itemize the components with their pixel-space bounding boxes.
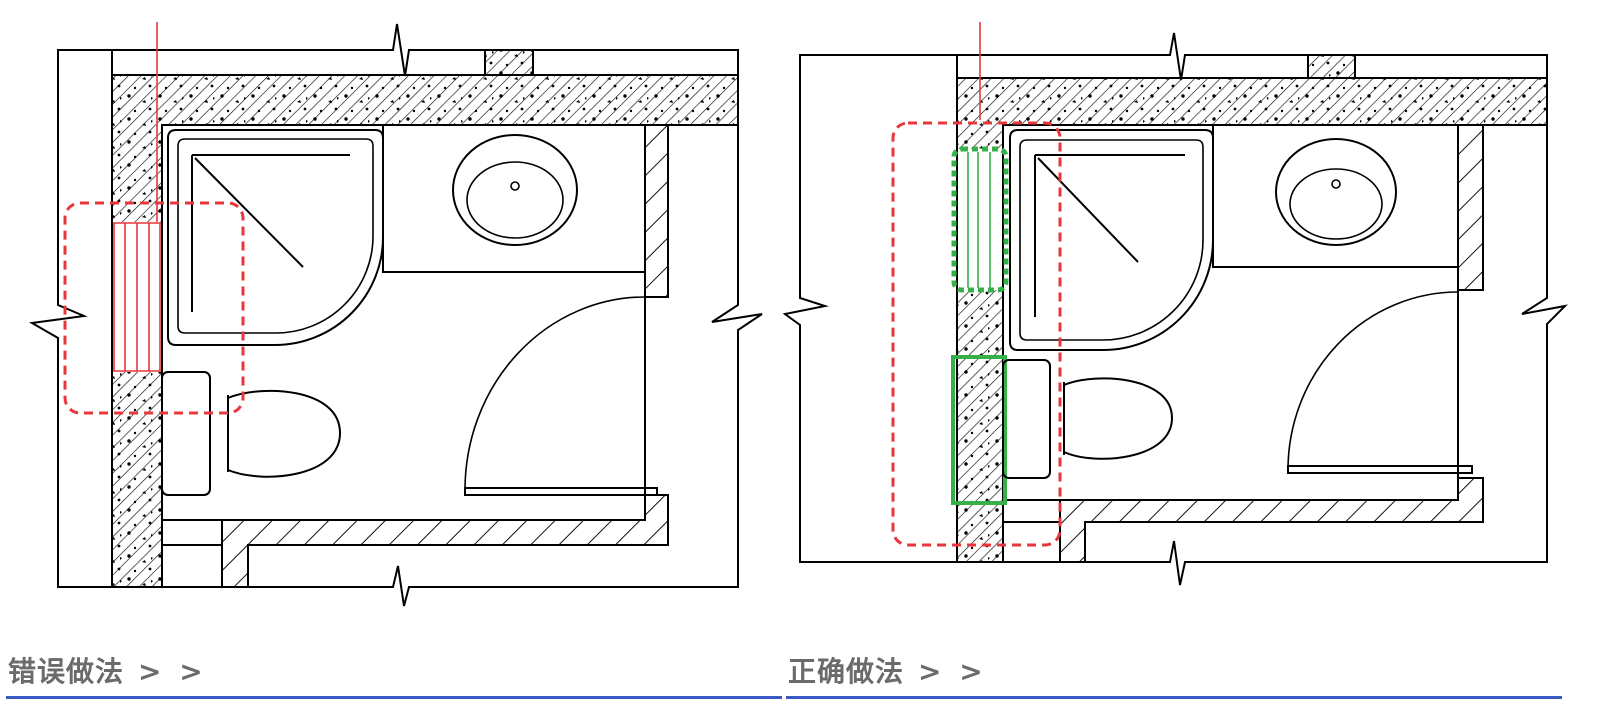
wall-column <box>1307 54 1356 79</box>
shower-enclosure <box>167 129 385 346</box>
wall-bottom <box>221 494 669 588</box>
caption-correct-text: 正确做法 <box>788 655 905 688</box>
toilet <box>161 371 342 496</box>
label-bar-wrong: 错误做法 > > <box>6 646 782 699</box>
floor-plan-correct <box>782 22 1568 586</box>
solid-wall-box-green <box>951 355 1007 505</box>
outer-outline <box>782 32 1568 586</box>
shower-enclosure <box>1009 129 1214 351</box>
caption-correct-arrow: > > <box>918 655 987 688</box>
floor-plans-diagram <box>28 22 1568 607</box>
wall-right-upper <box>1457 124 1484 291</box>
caption-wrong: 错误做法 > > <box>8 650 207 690</box>
label-bar-correct: 正确做法 > > <box>786 646 1562 699</box>
sink <box>1275 138 1397 246</box>
door <box>464 296 658 496</box>
pipe-niche-red <box>113 222 161 372</box>
floor-plan-wrong <box>28 22 763 607</box>
door <box>1287 290 1473 478</box>
concrete-wall-l-shape <box>956 77 1548 563</box>
outer-outline <box>28 23 763 607</box>
wall-right-upper <box>644 124 669 298</box>
caption-correct: 正确做法 > > <box>788 650 987 690</box>
wall-column <box>484 49 534 76</box>
concrete-wall-l-shape <box>111 74 739 588</box>
caption-wrong-text: 错误做法 <box>8 655 125 688</box>
toilet <box>1002 359 1174 479</box>
vanity-counter <box>382 125 645 273</box>
highlight-box-red <box>63 201 245 415</box>
highlight-box-red <box>891 121 1062 547</box>
caption-wrong-arrow: > > <box>138 655 207 688</box>
sink <box>452 134 578 246</box>
pipe-niche-green <box>951 146 1009 293</box>
vanity-counter <box>1212 125 1458 268</box>
wall-bottom <box>1059 477 1484 563</box>
